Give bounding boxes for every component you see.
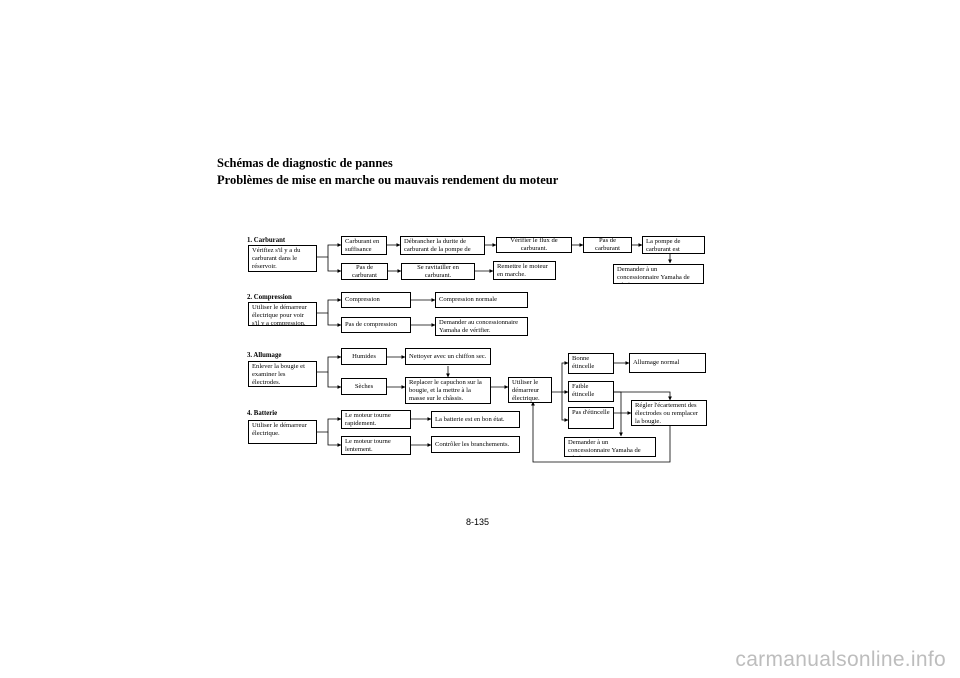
connector (531, 401, 671, 463)
connector (327, 257, 342, 273)
flow-box-use-starter-battery: Utiliser le démarreur électrique. (248, 420, 317, 444)
flow-box-compression: Compression (341, 292, 411, 308)
flow-box-dry: Sèches (341, 378, 387, 395)
flow-box-adjust-gap: Régler l'écartement des électrodes ou re… (631, 400, 707, 426)
flow-box-engine-fast: Le moteur tourne rapidement. (341, 410, 411, 429)
flow-box-engine-slow: Le moteur tourne lentement. (341, 436, 411, 455)
flow-box-check-compression: Utiliser le démarreur électrique pour vo… (248, 302, 317, 326)
flow-box-replace-cap: Replacer le capuchon sur la bougie, et l… (405, 377, 491, 404)
flow-box-normal-compression: Compression normale (435, 292, 528, 308)
connector (317, 417, 342, 433)
flow-box-disconnect-hose: Débrancher la durite de carburant de la … (400, 236, 485, 255)
connector (327, 432, 342, 447)
section-label-allumage: 3. Allumage (247, 352, 282, 359)
flow-box-restart-engine: Remettre le moteur en marche. (493, 261, 556, 280)
flow-box-refuel: Se ravitailler en carburant. (401, 263, 475, 280)
flow-box-weak-spark: Faible étincelle (568, 381, 614, 402)
section-label-carburant: 1. Carburant (247, 237, 286, 244)
flow-box-good-spark: Bonne étincelle (568, 353, 614, 374)
flow-box-clean-cloth: Nettoyer avec un chiffon sec. (405, 348, 491, 365)
flow-box-no-fuel-flow: Pas de carburant (583, 237, 632, 253)
flow-box-no-spark: Pas d'étincelle (568, 407, 614, 429)
watermark-text: carmanualsonline.info (735, 648, 946, 671)
flow-box-normal-ignition: Allumage normal (629, 353, 706, 373)
flow-box-battery-good: La batterie est en bon état. (431, 411, 520, 428)
section-label-batterie: 4. Batterie (247, 410, 278, 417)
flow-box-dealer-ignition: Demander à un concessionnaire Yamaha de … (564, 437, 656, 457)
flow-box-check-fuel: Vérifiez s'il y a du carburant dans le r… (248, 245, 317, 272)
page-subtitle: Problèmes de mise en marche ou mauvais r… (217, 173, 559, 187)
page-number: 8-135 (466, 517, 490, 527)
flow-box-use-starter-ignition: Utiliser le démarreur électrique. (508, 377, 552, 403)
connector (614, 391, 623, 437)
connector (552, 361, 569, 393)
flow-box-check-connections: Contrôler les branchements. (431, 436, 520, 453)
flow-box-dealer-fuel: Demander à un concessionnaire Yamaha de … (613, 264, 704, 284)
flow-box-no-fuel: Pas de carburant (341, 263, 388, 280)
connector (561, 392, 569, 422)
flow-box-no-compression: Pas de compression (341, 317, 411, 333)
flow-box-check-flow: Vérifier le flux de carburant. (496, 237, 572, 253)
flow-box-pump-blocked: La pompe de carburant est obstruée. (642, 236, 705, 254)
page-title: Schémas de diagnostic de pannes (217, 156, 393, 170)
connector (327, 372, 342, 389)
section-label-compression: 2. Compression (247, 294, 292, 301)
connector (614, 391, 672, 401)
connector (317, 298, 342, 314)
flow-box-dealer-compression: Demander au concessionnaire Yamaha de vé… (435, 317, 528, 336)
flow-box-remove-plug: Enlever la bougie et examiner les électr… (248, 361, 317, 387)
connector (317, 243, 342, 258)
connector (317, 355, 342, 373)
flow-box-fuel-sufficient: Carburant en suffisance (341, 236, 387, 255)
connector (327, 313, 342, 327)
flow-box-wet: Humides (341, 348, 387, 365)
